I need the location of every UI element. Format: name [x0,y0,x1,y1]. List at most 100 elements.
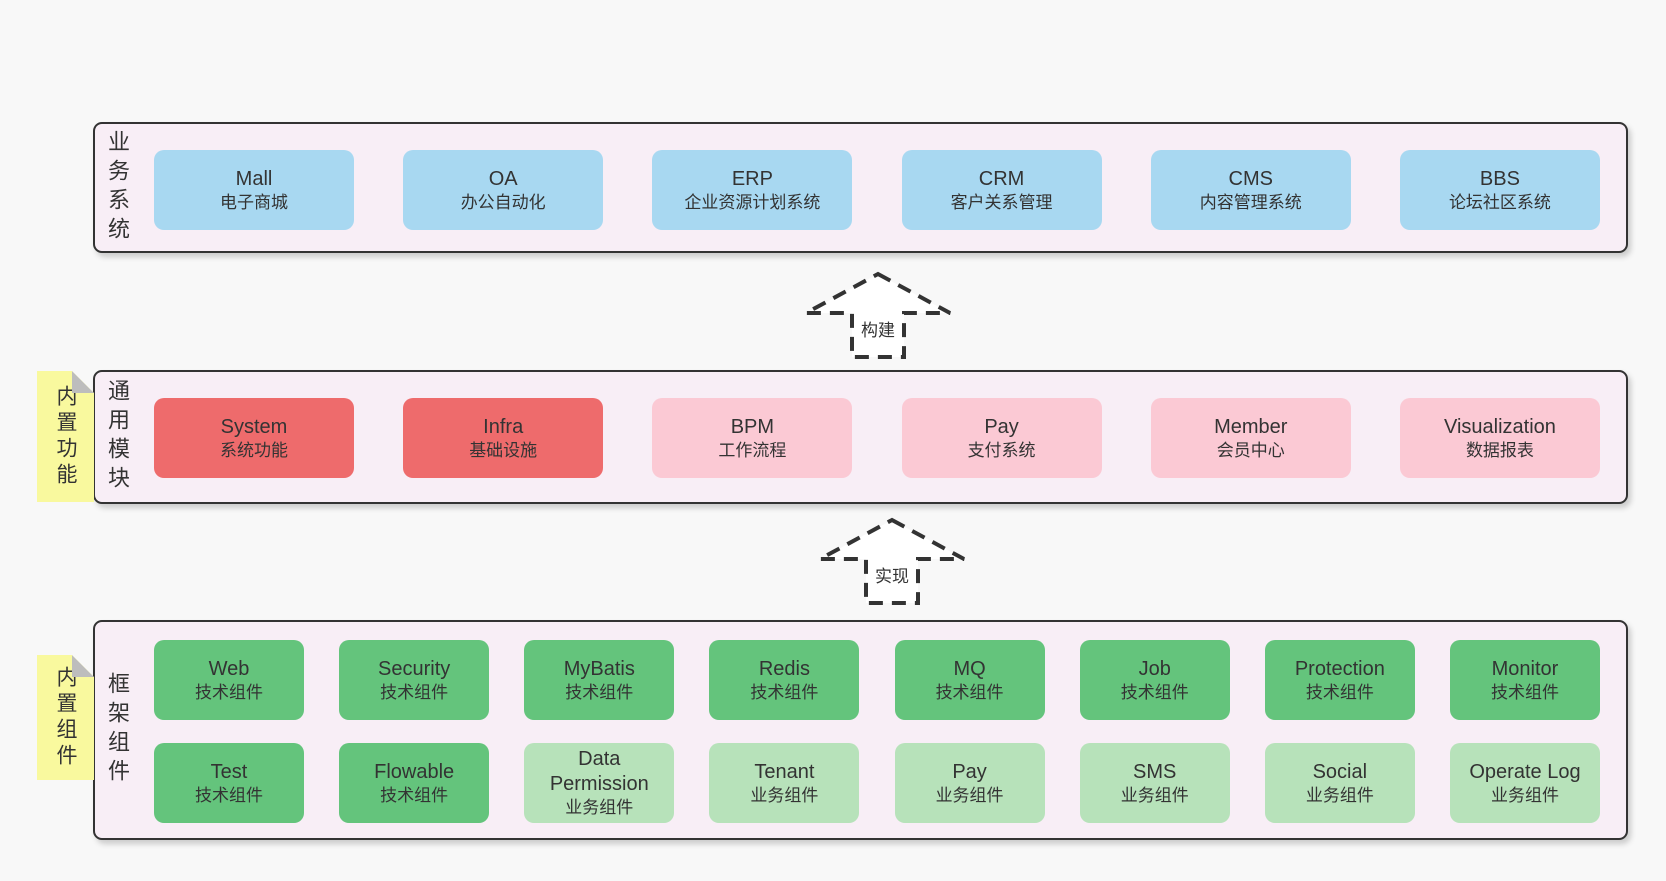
box-name: System [220,415,288,438]
band-business-systems: 业务系统 Mall 电子商城 OA 办公自动化 ERP 企业资源计划系统 CRM… [93,122,1628,253]
box-desc: 技术组件 [1120,682,1189,702]
box-job: Job 技术组件 [1079,640,1230,720]
box-member: Member 会员中心 [1150,398,1351,478]
box-name: Security [378,657,451,680]
box-test: Test 技术组件 [154,743,304,823]
arrow-build-label: 构建 [858,315,898,342]
box-mybatis: MyBatis 技术组件 [524,640,675,720]
box-crm: CRM 客户关系管理 [901,150,1102,230]
box-name: CMS [1228,167,1273,190]
box-web: Web 技术组件 [154,640,304,720]
box-system: System 系统功能 [154,398,354,478]
sticky-note-builtin-features: 内置功能 [37,371,94,502]
box-sms: SMS 业务组件 [1079,743,1230,823]
box-desc: 业务组件 [565,798,634,818]
box-desc: 技术组件 [750,682,819,702]
sticky-note-text: 内置组件 [54,665,77,770]
box-desc: 电子商城 [220,192,288,212]
box-name: Job [1138,657,1171,680]
box-name: Pay [984,415,1019,438]
band-framework-components-label: 框架组件 [105,672,130,788]
box-name: CRM [978,167,1025,190]
box-operate-log: Operate Log 业务组件 [1449,743,1600,823]
box-name: Monitor [1491,657,1559,680]
box-name: BPM [730,415,775,438]
box-name: Infra [483,415,524,438]
box-visualization: Visualization 数据报表 [1399,398,1600,478]
box-cms: CMS 内容管理系统 [1150,150,1351,230]
sticky-note-builtin-components: 内置组件 [37,655,94,780]
box-erp: ERP 企业资源计划系统 [652,150,853,230]
box-oa: OA 办公自动化 [403,150,604,230]
box-desc: 技术组件 [565,682,634,702]
box-name: Operate Log [1469,760,1581,783]
box-desc: 技术组件 [1305,682,1374,702]
box-name: MyBatis [563,657,635,680]
box-desc: 基础设施 [469,440,538,460]
box-desc: 内容管理系统 [1199,192,1302,212]
box-mall: Mall 电子商城 [154,150,354,230]
box-pay: Pay 支付系统 [901,398,1102,478]
box-desc: 企业资源计划系统 [684,192,821,212]
box-name: Redis [758,657,810,680]
box-desc: 业务组件 [750,785,819,805]
box-name: BBS [1479,167,1520,190]
box-data-permission: Data Permission 业务组件 [524,743,675,823]
box-desc: 业务组件 [935,785,1004,805]
box-desc: 业务组件 [1490,785,1559,805]
box-desc: 办公自动化 [460,192,546,212]
common-modules-row: System 系统功能 Infra 基础设施 BPM 工作流程 Pay 支付系统… [154,398,1600,478]
box-name: Tenant [754,760,815,783]
arrow-build: 构建 [804,271,952,361]
arrow-implement-label: 实现 [872,561,912,588]
box-name: Web [208,657,250,680]
box-bpm: BPM 工作流程 [652,398,853,478]
box-name: Visualization [1443,415,1556,438]
box-desc: 论坛社区系统 [1448,192,1551,212]
box-desc: 技术组件 [935,682,1004,702]
box-name: Test [210,760,248,783]
box-desc: 技术组件 [195,785,263,805]
box-name: Member [1214,415,1288,438]
box-name: OA [488,167,518,190]
box-desc: 工作流程 [718,440,787,460]
arrow-implement: 实现 [818,517,966,607]
box-name: Data Permission [549,748,649,796]
box-infra: Infra 基础设施 [403,398,604,478]
box-name: SMS [1133,760,1177,783]
business-systems-row: Mall 电子商城 OA 办公自动化 ERP 企业资源计划系统 CRM 客户关系… [154,150,1600,230]
box-monitor: Monitor 技术组件 [1449,640,1600,720]
sticky-note-text: 内置功能 [54,384,77,489]
box-desc: 业务组件 [1120,785,1189,805]
framework-components-row-2: Test 技术组件 Flowable 技术组件 Data Permission … [154,743,1600,823]
box-flowable: Flowable 技术组件 [339,743,490,823]
band-common-modules: 通用模块 System 系统功能 Infra 基础设施 BPM 工作流程 Pay… [93,370,1628,504]
box-mq: MQ 技术组件 [894,640,1045,720]
band-common-modules-label: 通用模块 [105,379,130,495]
box-pay-business: Pay 业务组件 [894,743,1045,823]
box-desc: 技术组件 [1490,682,1559,702]
box-desc: 数据报表 [1465,440,1534,460]
box-name: MQ [953,657,986,680]
box-name: Protection [1294,657,1385,680]
box-desc: 技术组件 [380,682,449,702]
box-desc: 会员中心 [1216,440,1285,460]
box-name: Flowable [374,760,455,783]
framework-components-row-1: Web 技术组件 Security 技术组件 MyBatis 技术组件 Redi… [154,640,1600,720]
box-tenant: Tenant 业务组件 [709,743,860,823]
box-desc: 业务组件 [1305,785,1374,805]
box-name: Social [1312,760,1368,783]
box-redis: Redis 技术组件 [709,640,860,720]
box-name: Mall [235,167,273,190]
box-security: Security 技术组件 [339,640,490,720]
band-framework-components: 框架组件 Web 技术组件 Security 技术组件 MyBatis 技术组件… [93,620,1628,840]
box-bbs: BBS 论坛社区系统 [1399,150,1600,230]
box-name: Pay [952,760,987,783]
box-desc: 客户关系管理 [950,192,1053,212]
band-business-systems-label: 业务系统 [105,129,130,246]
box-desc: 技术组件 [195,682,263,702]
box-name: ERP [731,167,773,190]
box-desc: 支付系统 [967,440,1036,460]
box-protection: Protection 技术组件 [1264,640,1415,720]
